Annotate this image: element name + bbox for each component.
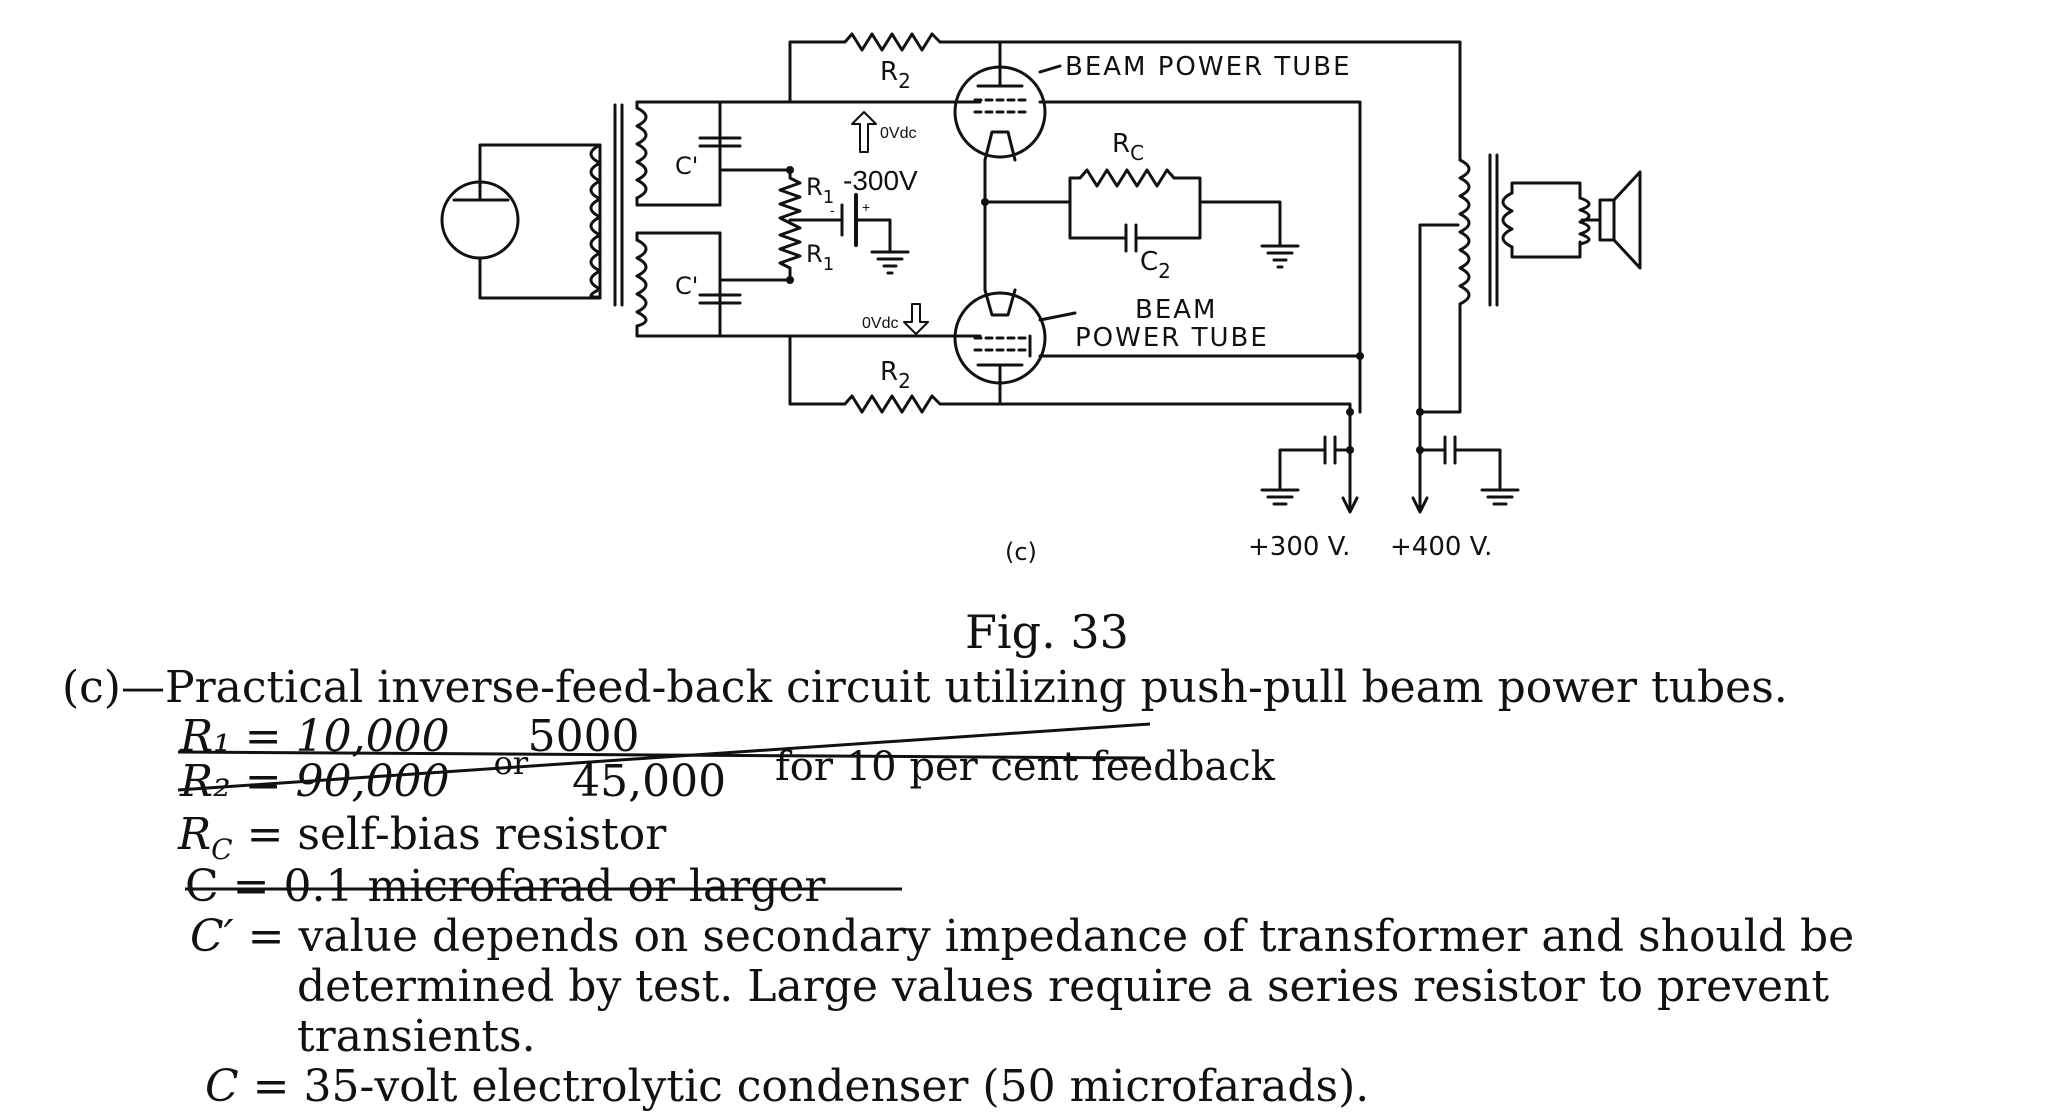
label-beam-bottom-1: BEAM bbox=[1135, 295, 1217, 325]
label-panel-c: (c) bbox=[1005, 538, 1037, 566]
label-r2-bottom: R2 bbox=[880, 357, 911, 393]
label-r2-top: R2 bbox=[880, 57, 911, 93]
c-struck-line: C = 0.1 microfarad or larger bbox=[185, 861, 826, 912]
c-prime-def-1: = value depends on secondary impedance o… bbox=[247, 911, 1855, 962]
terminal-400-arrow-icon bbox=[1411, 448, 1429, 514]
supply-400-capacitor-icon bbox=[1418, 410, 1520, 506]
arrow-down-icon bbox=[903, 303, 929, 335]
beam-power-tube-top-icon bbox=[953, 40, 1047, 162]
rc-resistor-icon bbox=[1068, 168, 1202, 204]
label-0vdc-top: 0Vdc bbox=[880, 125, 916, 142]
r1-alt-value: 5000 bbox=[527, 711, 640, 762]
ground-battery-icon bbox=[870, 250, 910, 275]
r1-value: R₁ = 10,000 bbox=[180, 711, 450, 762]
rc-definition: = self-bias resistor bbox=[246, 809, 667, 860]
r1-resistor-icon bbox=[778, 168, 802, 282]
ground-rc-icon bbox=[1260, 244, 1300, 269]
c-prime-def-3: transients. bbox=[297, 1011, 536, 1062]
label-battery-plus: + bbox=[862, 199, 870, 215]
circuit-diagram: R2 R2 R1 R1 -300V - + 0Vdc 0Vdc C' C' BE… bbox=[440, 32, 1642, 566]
r2-alt-value: 45,000 bbox=[572, 756, 727, 807]
label-c2: C2 bbox=[1140, 247, 1171, 283]
rc-subscript: C bbox=[211, 832, 233, 866]
label-r1-prime: R1 bbox=[806, 240, 834, 275]
input-transformer-secondary-top-icon bbox=[635, 100, 722, 207]
label-battery-minus: - bbox=[830, 202, 835, 218]
terminal-300-arrow-icon bbox=[1341, 448, 1359, 514]
label-plus300: +300 V. bbox=[1248, 532, 1350, 562]
arrow-up-icon bbox=[851, 111, 877, 153]
r2-bottom-resistor-icon bbox=[788, 334, 1002, 414]
c-symbol: C bbox=[205, 1061, 239, 1112]
label-minus300v: -300V bbox=[843, 165, 918, 196]
input-source-icon bbox=[440, 143, 602, 300]
r1-line: R₁ = 10,000 5000 bbox=[180, 712, 640, 762]
r2-top-resistor-icon bbox=[788, 32, 1002, 104]
caption-description: (c)—Practical inverse-feed-back circuit … bbox=[62, 662, 1788, 713]
label-plus400: +400 V. bbox=[1390, 532, 1492, 562]
c-definition: = 35-volt electrolytic condenser (50 mic… bbox=[252, 1061, 1370, 1112]
figure-number: Fig. 33 bbox=[965, 605, 1129, 659]
speaker-icon bbox=[1580, 170, 1642, 270]
label-c-prime-top: C' bbox=[675, 152, 698, 180]
c-prime-definition-line: C′ = value depends on secondary impedanc… bbox=[190, 912, 1854, 962]
output-transformer-primary-icon bbox=[1418, 80, 1499, 414]
label-r1: R1 bbox=[806, 173, 834, 208]
label-0vdc-bottom: 0Vdc bbox=[862, 315, 898, 332]
label-c-prime-bottom: C' bbox=[675, 272, 698, 300]
c-prime-top-capacitor-icon bbox=[698, 136, 742, 148]
rc-symbol: R bbox=[178, 809, 212, 860]
label-beam-top: BEAM POWER TUBE bbox=[1065, 52, 1352, 82]
label-beam-bottom-2: POWER TUBE bbox=[1075, 323, 1269, 353]
c-prime-bottom-capacitor-icon bbox=[698, 293, 742, 305]
c-prime-def-2: determined by test. Large values require… bbox=[297, 961, 1830, 1012]
feedback-note: for 10 per cent feedback bbox=[775, 744, 1275, 790]
bias-battery-icon bbox=[788, 193, 892, 252]
c-prime-symbol: C′ bbox=[190, 911, 234, 962]
r2-value: R₂ = 90,000 bbox=[180, 756, 450, 807]
label-rc: RC bbox=[1112, 129, 1144, 165]
supply-300-capacitor-icon bbox=[1260, 410, 1352, 506]
rc-definition-line: RC = self-bias resistor bbox=[178, 810, 666, 875]
c-definition-line: C = 35-volt electrolytic condenser (50 m… bbox=[205, 1062, 1369, 1112]
or-word: or bbox=[493, 744, 529, 782]
r2-line: R₂ = 90,000 or 45,000 bbox=[180, 744, 727, 810]
input-transformer-secondary-bottom-icon bbox=[635, 231, 722, 338]
output-transformer-secondary-icon bbox=[1501, 181, 1591, 259]
c2-capacitor-icon bbox=[1068, 200, 1202, 253]
input-transformer-primary-icon bbox=[589, 103, 624, 307]
